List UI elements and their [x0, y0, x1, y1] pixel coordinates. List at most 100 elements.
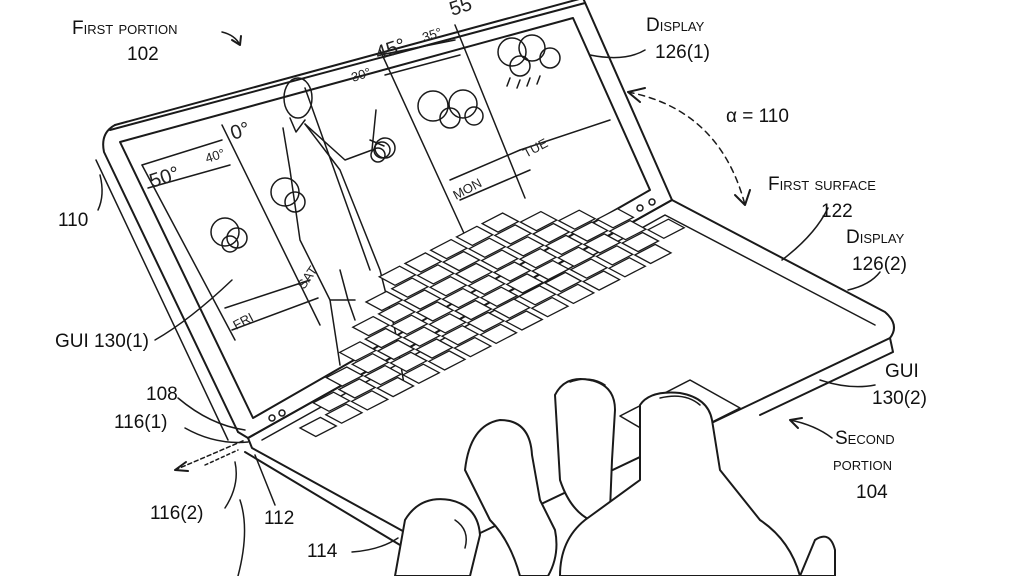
day-label: SAT — [294, 263, 320, 292]
keyboard-key[interactable] — [377, 302, 417, 324]
keyboard-key[interactable] — [455, 225, 495, 247]
keyboard-key[interactable] — [556, 283, 596, 305]
keyboard-key[interactable] — [646, 218, 686, 240]
keyboard-key[interactable] — [428, 313, 468, 334]
keyboard-key[interactable] — [364, 327, 403, 349]
keyboard-key[interactable] — [492, 298, 532, 319]
keyboard-key[interactable] — [453, 336, 493, 358]
keyboard-key[interactable] — [505, 236, 545, 257]
keyboard-key[interactable] — [479, 286, 519, 308]
keyboard-key[interactable] — [530, 296, 570, 318]
label-116-2: 116(2) — [150, 503, 204, 524]
label-first-portion: First portion — [72, 18, 178, 39]
keyboard-key[interactable] — [504, 310, 544, 331]
keyboard-key[interactable] — [441, 250, 481, 272]
label-104: 104 — [856, 482, 888, 503]
keyboard-key[interactable] — [518, 247, 558, 269]
label-126-2: 126(2) — [852, 254, 907, 275]
keyboard-key[interactable] — [543, 271, 583, 293]
keyboard-key[interactable] — [581, 270, 621, 291]
keyboard-key[interactable] — [403, 252, 443, 273]
keyboard-key[interactable] — [544, 234, 584, 256]
label-116-1: 116(1) — [114, 412, 168, 433]
keyboard-key[interactable] — [414, 338, 454, 359]
keyboard-key[interactable] — [351, 315, 391, 337]
keyboard-key[interactable] — [324, 403, 364, 424]
keyboard-key[interactable] — [375, 376, 415, 398]
keyboard-key[interactable] — [607, 256, 647, 278]
label-second: Second — [835, 428, 895, 449]
keyboard-key[interactable] — [519, 210, 559, 232]
keyboard-key[interactable] — [480, 212, 520, 233]
arrowhead-icon — [231, 35, 242, 46]
reference-labels: First portion 102 Display 126(1) α = 110… — [55, 15, 927, 562]
keyboard-key[interactable] — [390, 277, 430, 298]
keyboard-key[interactable] — [402, 326, 442, 347]
temp-label: 30° — [349, 65, 372, 85]
keyboard-key[interactable] — [338, 341, 378, 362]
keyboard-key[interactable] — [467, 274, 506, 296]
keyboard-key[interactable] — [531, 259, 571, 281]
label-gui-130-1: GUI 130(1) — [55, 331, 149, 352]
label-display-2: Display — [846, 227, 905, 248]
keyboard-key[interactable] — [441, 287, 481, 309]
label-112: 112 — [264, 508, 294, 529]
keyboard-key[interactable] — [493, 224, 533, 245]
keyboard-key[interactable] — [311, 391, 351, 413]
keyboard-key[interactable] — [595, 245, 635, 266]
keyboard-key[interactable] — [453, 299, 493, 321]
keyboard-key[interactable] — [633, 243, 673, 265]
temp-label: 50° — [147, 162, 183, 192]
temp-label: 35° — [420, 25, 443, 45]
label-display-1: Display — [646, 15, 705, 36]
keyboard-key[interactable] — [454, 262, 494, 284]
keyboard-key[interactable] — [401, 363, 441, 385]
keyboard-key[interactable] — [467, 237, 507, 259]
keyboard-key[interactable] — [570, 221, 609, 242]
keyboard-key[interactable] — [428, 275, 468, 297]
camera-icon — [268, 414, 276, 422]
keyboard-key[interactable] — [505, 273, 545, 294]
rain-cloud-icon — [497, 34, 561, 89]
keyboard-key[interactable] — [557, 209, 597, 230]
keyboard-key[interactable] — [350, 390, 390, 411]
keyboard-key[interactable] — [350, 352, 390, 374]
keyboard-key[interactable] — [376, 339, 416, 361]
keyboard[interactable] — [298, 207, 686, 438]
keyboard-key[interactable] — [582, 233, 622, 254]
label-108: 108 — [146, 384, 178, 405]
keyboard-key[interactable] — [429, 238, 469, 260]
keyboard-key[interactable] — [492, 261, 532, 282]
keyboard-key[interactable] — [416, 264, 456, 285]
keyboard-key[interactable] — [427, 350, 467, 371]
keyboard-key[interactable] — [480, 249, 520, 270]
keyboard-key[interactable] — [478, 323, 518, 345]
label-126-1: 126(1) — [655, 42, 710, 63]
keyboard-key[interactable] — [325, 366, 365, 387]
keyboard-key[interactable] — [466, 311, 506, 333]
keyboard-key[interactable] — [620, 231, 660, 253]
keyboard-key[interactable] — [337, 378, 377, 399]
keyboard-key[interactable] — [531, 222, 571, 244]
keyboard-key[interactable] — [298, 416, 338, 438]
label-gui-2: GUI — [885, 361, 919, 382]
keyboard-key[interactable] — [389, 351, 429, 373]
keyboard-key[interactable] — [440, 324, 480, 346]
right-hand-index — [464, 419, 558, 576]
keyboard-key[interactable] — [556, 246, 596, 268]
label-102: 102 — [127, 44, 159, 65]
keyboard-key[interactable] — [364, 290, 404, 312]
day-label: MON — [450, 175, 484, 202]
keyboard-key[interactable] — [402, 289, 442, 310]
label-portion: portion — [833, 454, 892, 475]
cloud-icon — [270, 177, 306, 213]
keyboard-key[interactable] — [389, 314, 429, 336]
keyboard-key[interactable] — [415, 301, 455, 322]
keyboard-key[interactable] — [608, 219, 648, 241]
keyboard-key[interactable] — [569, 258, 609, 279]
keyboard-key[interactable] — [363, 364, 403, 386]
keyboard-key[interactable] — [377, 265, 417, 287]
arrowhead-icon — [789, 417, 803, 429]
keyboard-key[interactable] — [595, 207, 635, 229]
keyboard-key[interactable] — [517, 285, 557, 306]
